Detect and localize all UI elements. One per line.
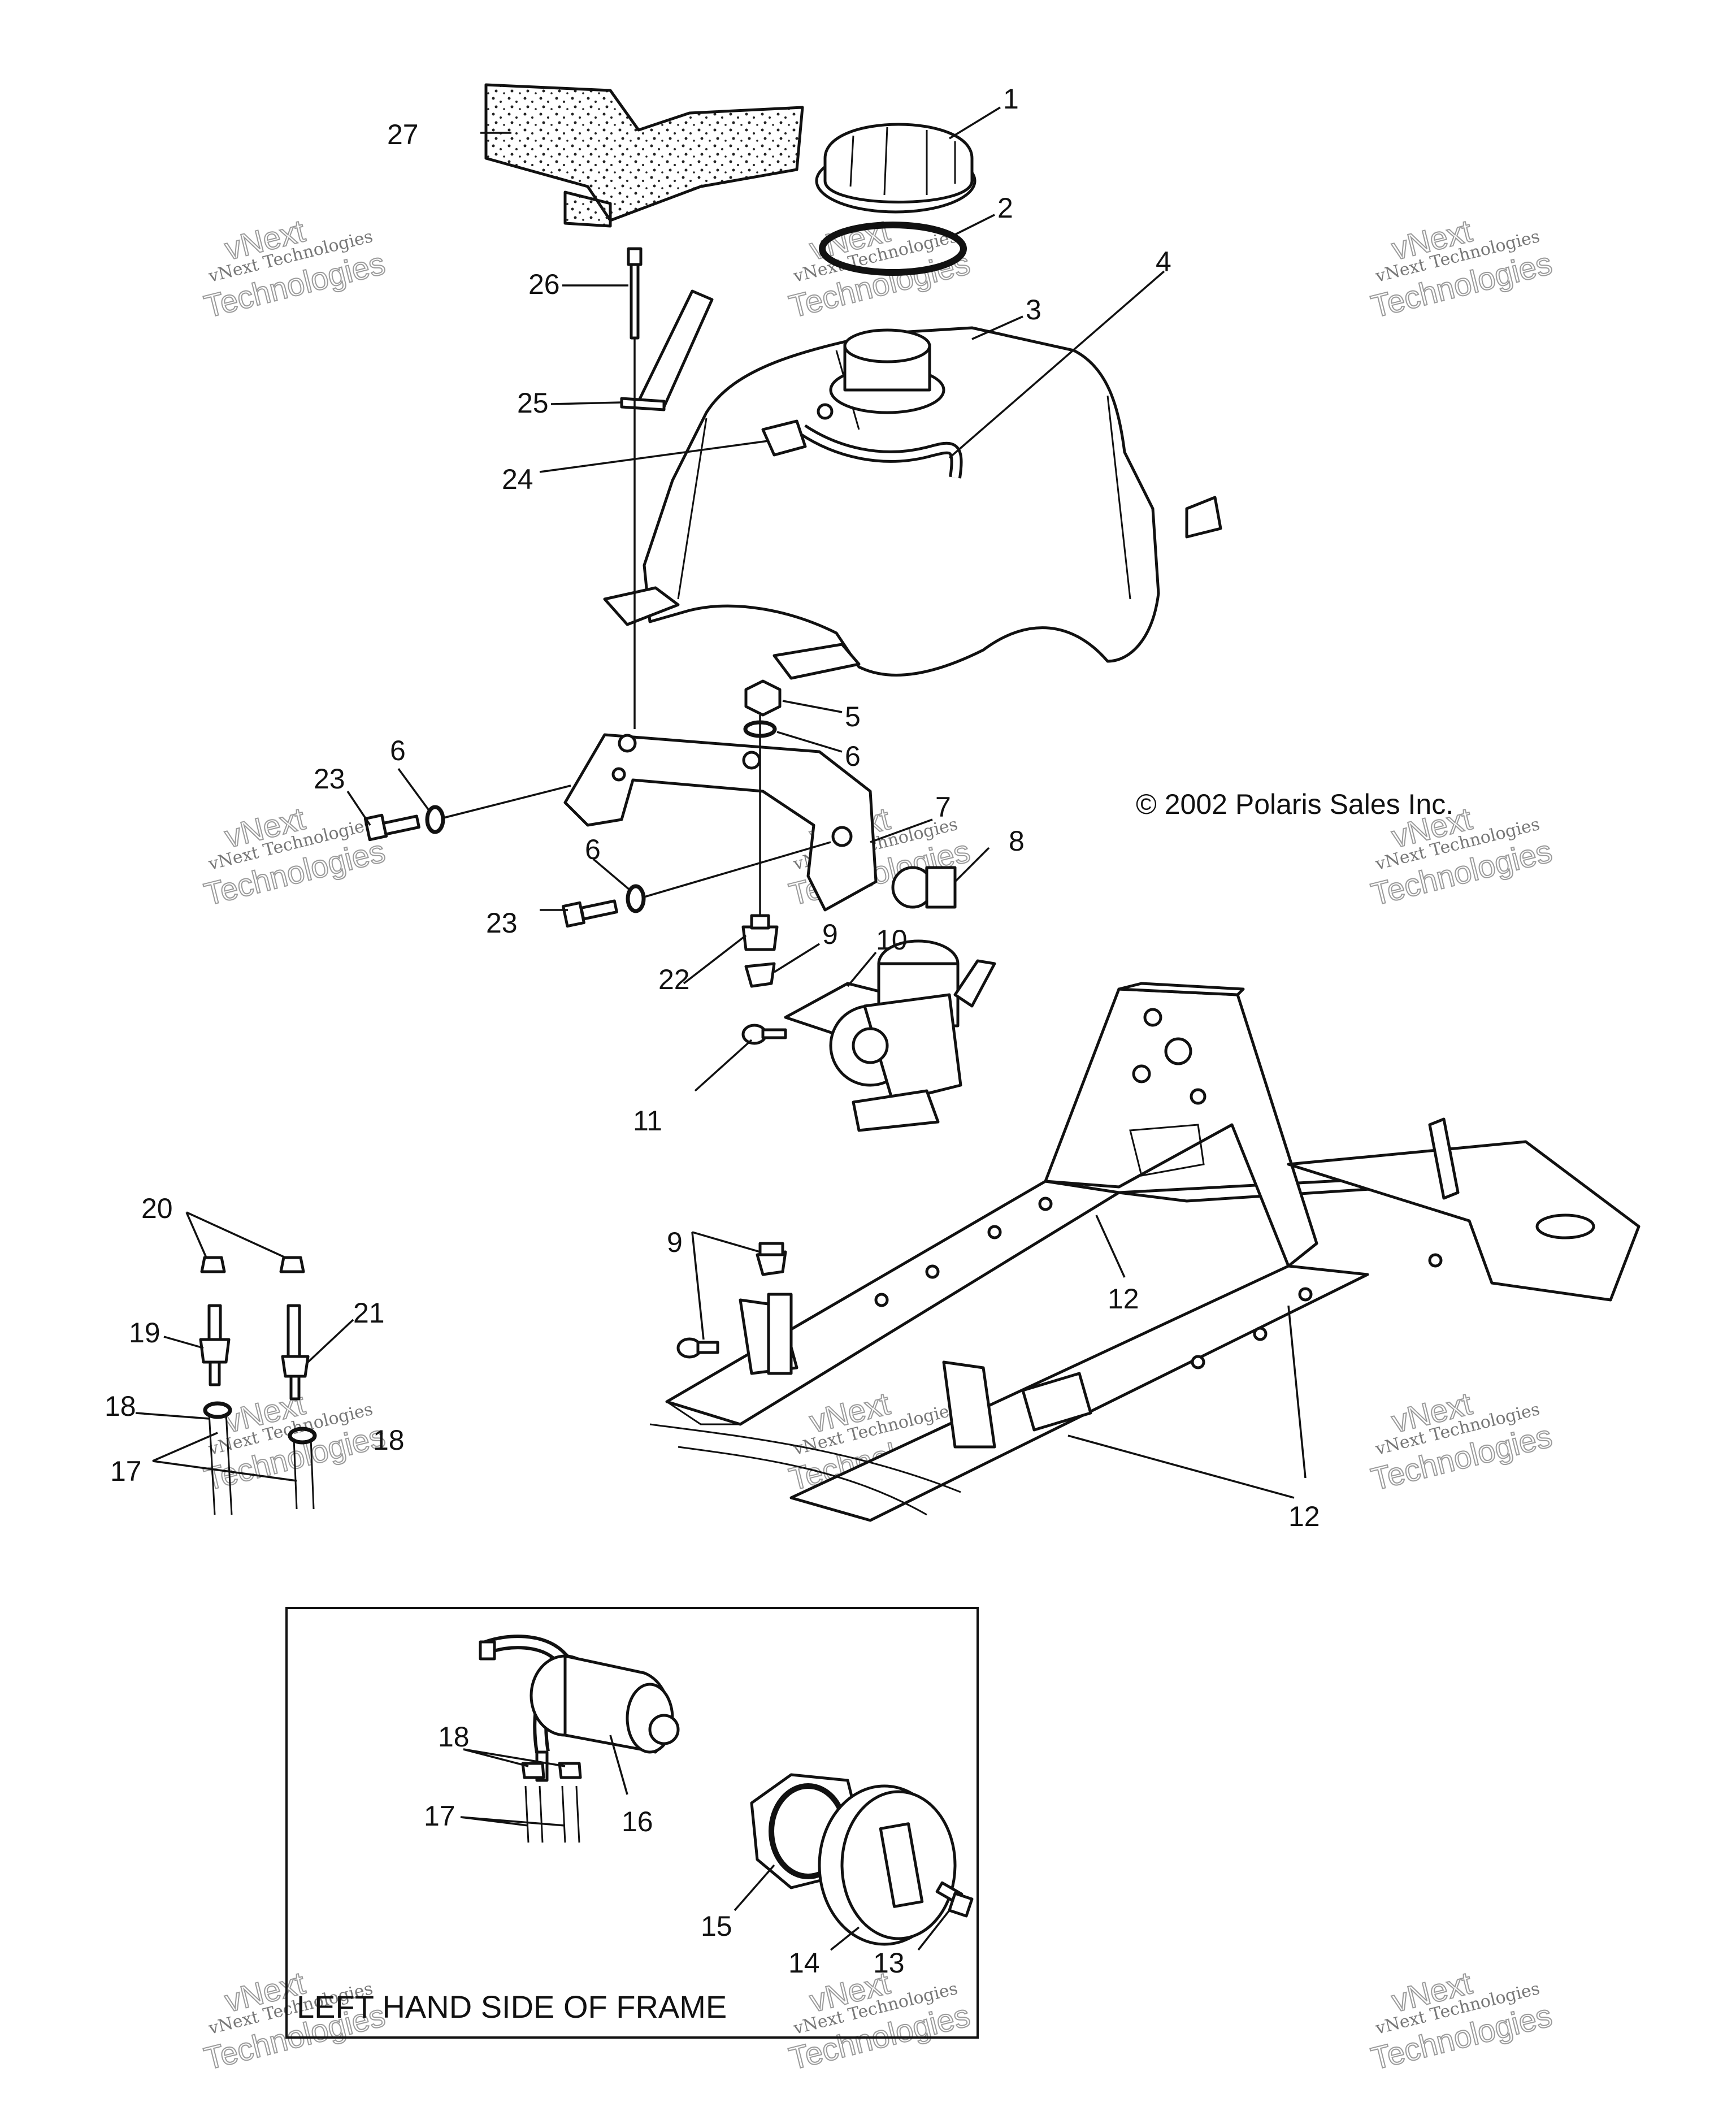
part-17-inset-hoses bbox=[524, 1785, 580, 1843]
watermark: vNext vNext Technologies Technologies bbox=[200, 1385, 389, 1498]
callouts: 1 2 3 4 5 6 6 6 7 8 9 10 11 22 23 23 27 … bbox=[105, 83, 1320, 1979]
part-23-bolt-upper bbox=[363, 813, 420, 842]
part-27-foam-pad bbox=[484, 83, 804, 228]
watermark: vNext vNext Technologies Technologies bbox=[200, 800, 389, 913]
part-1-fuel-cap bbox=[815, 123, 976, 214]
part-18-inset-clamps bbox=[521, 1762, 582, 1779]
part-21-fitting bbox=[281, 1304, 310, 1401]
part-8-plug bbox=[891, 866, 957, 909]
part-18-clamps bbox=[203, 1401, 317, 1445]
callout-25: 25 bbox=[517, 387, 549, 419]
watermarks: vNext vNext Technologies Technologies vN… bbox=[200, 212, 1556, 2077]
callout-20: 20 bbox=[141, 1193, 173, 1224]
callout-12a: 12 bbox=[1108, 1283, 1139, 1315]
part-20-caps bbox=[200, 1256, 305, 1273]
callout-8: 8 bbox=[1009, 825, 1025, 857]
callout-6b: 6 bbox=[585, 834, 601, 865]
callout-27: 27 bbox=[387, 119, 419, 150]
callout-17b: 17 bbox=[424, 1800, 455, 1832]
part-24-fitting bbox=[761, 403, 834, 457]
callout-3: 3 bbox=[1026, 294, 1041, 326]
callout-21: 21 bbox=[353, 1297, 385, 1329]
part-3-fuel-tank bbox=[603, 326, 1222, 680]
callout-1: 1 bbox=[1003, 83, 1019, 115]
callout-12b: 12 bbox=[1288, 1501, 1320, 1532]
watermark: vNext vNext Technologies Technologies bbox=[1367, 212, 1556, 325]
leader-lines bbox=[135, 106, 1307, 1951]
callout-16: 16 bbox=[622, 1806, 653, 1837]
part-14-cover bbox=[818, 1784, 957, 1946]
part-6-washer-lower bbox=[626, 884, 646, 913]
callout-26: 26 bbox=[528, 268, 560, 300]
watermark: vNext vNext Technologies Technologies bbox=[1367, 1385, 1556, 1498]
callout-9a: 9 bbox=[822, 918, 838, 950]
part-2-gasket bbox=[819, 222, 967, 276]
callout-17a: 17 bbox=[110, 1455, 142, 1487]
callout-24: 24 bbox=[502, 463, 533, 495]
callout-18c: 18 bbox=[438, 1721, 470, 1753]
copyright-text: © 2002 Polaris Sales Inc. bbox=[1136, 788, 1453, 820]
part-19-fitting bbox=[199, 1304, 231, 1386]
callout-18b: 18 bbox=[373, 1424, 405, 1456]
callout-5: 5 bbox=[845, 701, 861, 732]
watermark: vNext vNext Technologies Technologies bbox=[1367, 1964, 1556, 2077]
part-12-frame bbox=[649, 982, 1640, 1522]
part-9-frame-bushings bbox=[676, 1242, 787, 1359]
watermark: vNext vNext Technologies Technologies bbox=[785, 212, 974, 325]
callout-23b: 23 bbox=[486, 907, 518, 939]
part-23-bolt-lower bbox=[562, 899, 618, 928]
part-6-washer-upper bbox=[425, 805, 445, 834]
part-16-fuel-pump bbox=[479, 1635, 680, 1782]
inset-left-hand-side: LEFT HAND SIDE OF FRAME bbox=[285, 1607, 979, 2039]
callout-13: 13 bbox=[873, 1947, 905, 1979]
callout-23a: 23 bbox=[314, 763, 345, 795]
part-26-bolt bbox=[627, 247, 643, 340]
part-13-screw bbox=[935, 1881, 974, 1918]
part-22-grommet bbox=[741, 914, 779, 951]
part-17-hoses bbox=[208, 1412, 315, 1515]
callout-18a: 18 bbox=[105, 1390, 136, 1422]
callout-10: 10 bbox=[876, 924, 908, 956]
callout-2: 2 bbox=[997, 192, 1013, 224]
callout-22: 22 bbox=[658, 964, 690, 995]
part-25-strap bbox=[620, 289, 714, 411]
callout-9b: 9 bbox=[667, 1226, 683, 1258]
part-11-screw bbox=[741, 1024, 787, 1045]
callout-7: 7 bbox=[935, 791, 951, 823]
callout-14: 14 bbox=[788, 1947, 820, 1979]
part-5-nut bbox=[744, 679, 782, 717]
callout-19: 19 bbox=[129, 1317, 160, 1349]
callout-15: 15 bbox=[701, 1910, 732, 1942]
watermark: vNext vNext Technologies Technologies bbox=[200, 212, 389, 325]
inset-title: LEFT HAND SIDE OF FRAME bbox=[297, 1989, 727, 2025]
part-9-bushing bbox=[744, 962, 776, 988]
callout-11: 11 bbox=[633, 1105, 662, 1137]
callout-6c: 6 bbox=[845, 740, 861, 772]
callout-6a: 6 bbox=[390, 735, 406, 766]
callout-4: 4 bbox=[1156, 246, 1171, 278]
part-10-fuel-valve bbox=[784, 939, 996, 1132]
part-7-mounting-bracket bbox=[563, 733, 878, 912]
